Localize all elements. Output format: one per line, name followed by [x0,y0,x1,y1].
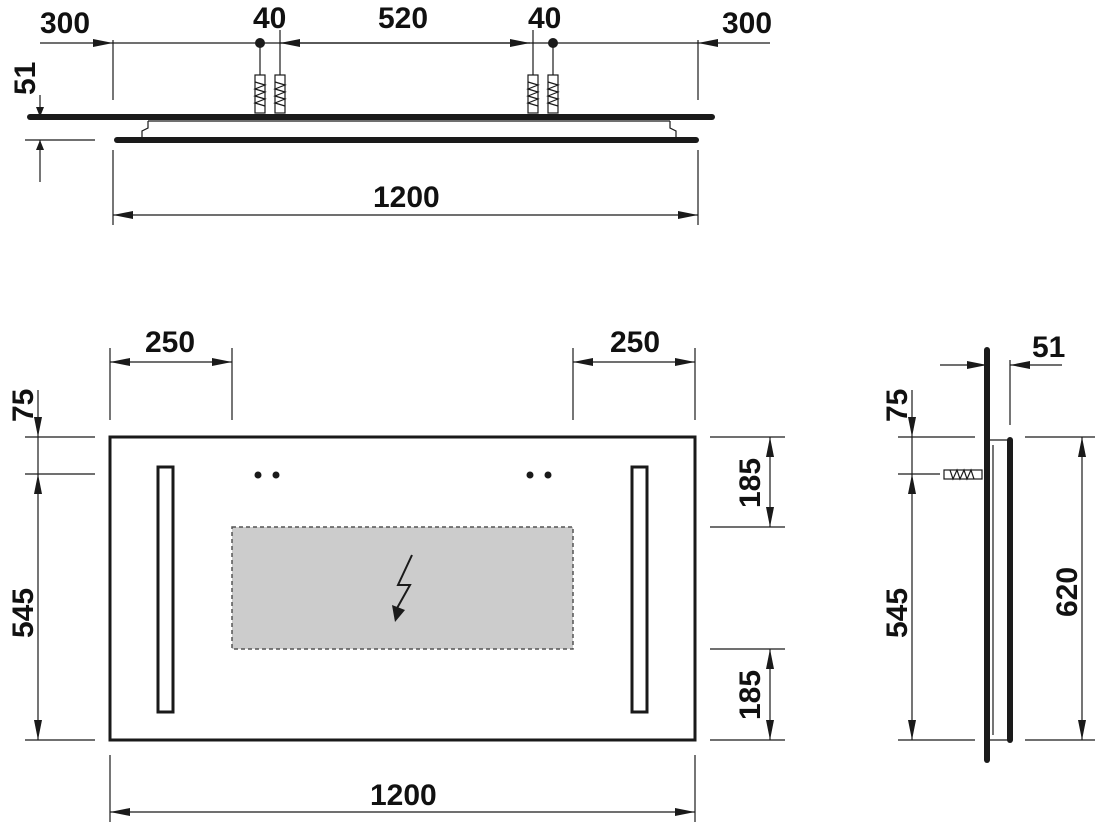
dim-side-top-margin: 75 [881,389,914,422]
dim-side-mount-height: 545 [881,588,914,638]
dim-side-total-height: 620 [1051,567,1084,617]
dim-front-mount-height: 545 [7,588,40,638]
side-view: 51 75 545 620 [881,331,1095,763]
dim-left-offset: 300 [40,7,90,40]
dim-light-left-inset: 250 [145,326,195,359]
light-strip-left [156,465,175,714]
dim-front-top-margin: 75 [7,389,40,422]
dim-top-depth: 51 [9,62,42,95]
dim-upper-reserve: 185 [734,458,767,508]
dim-lower-reserve: 185 [734,670,767,720]
dim-front-total-width: 1200 [370,779,437,812]
dim-top-total-width: 1200 [373,181,440,214]
lightning-icon [392,554,413,622]
power-supply-zone [231,526,574,650]
dim-anchor-span: 520 [378,2,428,35]
light-strip-right [630,465,649,714]
top-view: 300 40 520 40 300 51 1200 [9,2,772,225]
wall-plug-icon [253,74,287,114]
front-view: 250 250 75 545 185 185 1200 [7,326,785,822]
wall-plug-icon [526,74,560,114]
dim-light-right-inset: 250 [610,326,660,359]
dim-side-depth: 51 [1032,331,1065,364]
dim-anchor-gap-right: 40 [528,2,561,35]
dim-right-offset: 300 [722,7,772,40]
wall-plug-icon [943,468,983,481]
mirror-panel [108,435,697,742]
dim-anchor-gap-left: 40 [253,2,286,35]
